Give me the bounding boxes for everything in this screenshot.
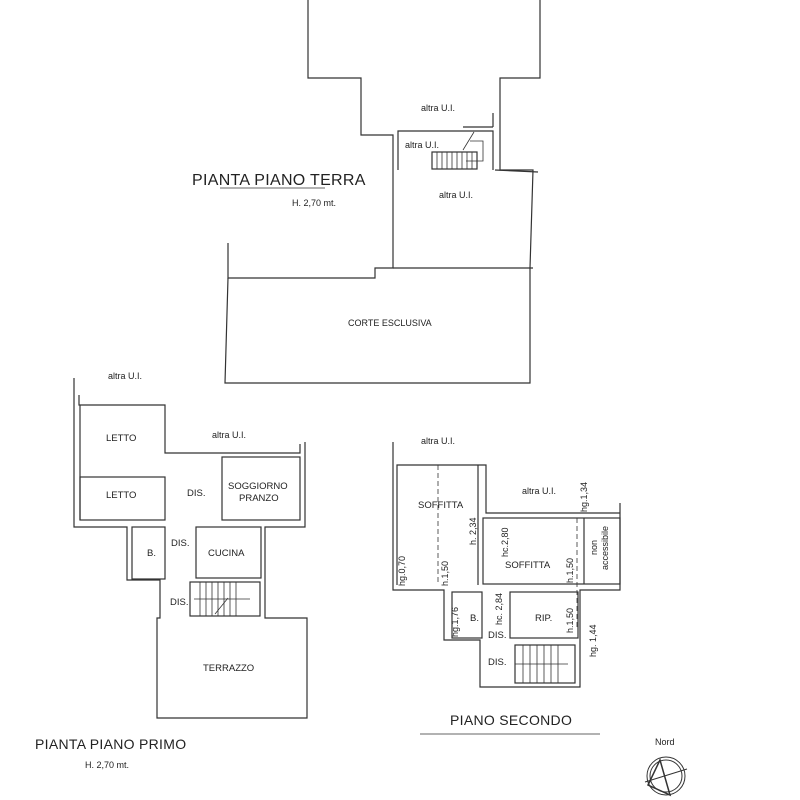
height-label: hg. 1,44 (588, 624, 598, 657)
room-label: non (589, 539, 599, 555)
height-label: hg.1,34 (579, 481, 589, 512)
label: altra U.I. (108, 371, 143, 381)
room-label: LETTO (106, 490, 137, 501)
first-floor-title: PIANTA PIANO PRIMO (35, 736, 187, 752)
height-label: hg.1,76 (450, 606, 460, 637)
height-label: h. 2,34 (468, 517, 478, 545)
compass-label: Nord (655, 737, 675, 747)
courtyard-label: CORTE ESCLUSIVA (348, 318, 432, 328)
label: altra U.I. (212, 430, 247, 440)
room-label: SOFFITTA (418, 500, 464, 511)
height-label: hc.2,80 (500, 527, 510, 557)
ground-floor-height: H. 2,70 mt. (292, 198, 337, 208)
room-label: LETTO (106, 433, 137, 444)
room-label: PRANZO (239, 493, 279, 504)
label: altra U.I. (439, 190, 474, 200)
room-label: DIS. (488, 657, 507, 668)
label: altra U.I. (522, 486, 557, 496)
north-arrow-icon (644, 756, 688, 797)
room-label: TERRAZZO (203, 663, 255, 674)
first-floor-height: H. 2,70 mt. (85, 760, 130, 770)
room-label: SOFFITTA (505, 560, 551, 571)
ground-floor-walls (220, 0, 541, 384)
room-label: DIS. (170, 597, 189, 608)
label: altra U.I. (421, 436, 456, 446)
height-label: h.1,50 (440, 560, 450, 586)
room-label: DIS. (171, 538, 190, 549)
label: altra U.I. (405, 140, 440, 150)
height-label: h.1,50 (565, 557, 575, 583)
label: altra U.I. (421, 103, 456, 113)
height-label: h.1,50 (565, 607, 575, 633)
ground-floor-title: PIANTA PIANO TERRA (192, 172, 366, 189)
room-label: B. (470, 613, 479, 624)
room-label: DIS. (488, 630, 507, 641)
room-label: RIP. (535, 613, 553, 624)
second-floor-title: PIANO SECONDO (450, 712, 573, 728)
room-label: SOGGIORNO (228, 481, 288, 492)
room-label: DIS. (187, 488, 206, 499)
room-label: accessibile (600, 525, 610, 570)
room-label: CUCINA (208, 548, 245, 559)
room-label: B. (147, 548, 156, 559)
second-floor-walls (392, 442, 621, 735)
height-label: hg.0,70 (397, 555, 407, 586)
first-floor-walls (73, 378, 308, 719)
height-label: hc. 2,84 (494, 592, 504, 625)
